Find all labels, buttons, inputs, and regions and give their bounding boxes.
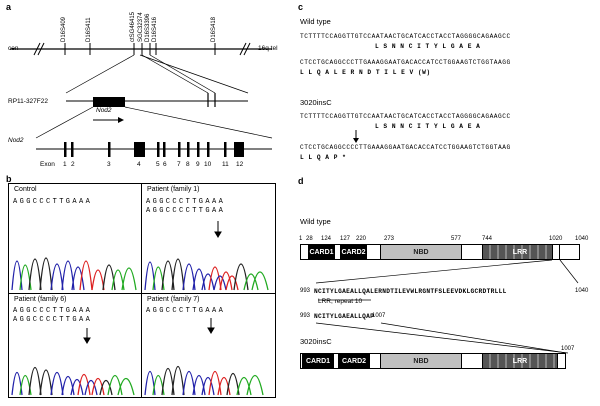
position-label: 577 <box>451 236 462 242</box>
exon-number: 9 <box>196 161 200 168</box>
nod2-label: Nod2 <box>8 137 24 144</box>
chromatogram-traces <box>11 221 269 396</box>
card1-domain: CARD1 <box>302 353 334 369</box>
exon-number: 8 <box>186 161 190 168</box>
protein-sequence: L L Q A L E R N D T I L E V (W) <box>300 69 431 76</box>
insertion-arrow <box>353 130 359 143</box>
seq-end: 1040 <box>575 288 589 294</box>
lrr-domain: LRR <box>482 353 558 369</box>
trace-title: Control <box>14 186 37 193</box>
exon-number: 12 <box>236 161 244 168</box>
wt-title: Wild type <box>300 17 331 26</box>
trace-title: Patient (family 6) <box>14 296 67 303</box>
position-label: 1007 <box>561 346 575 352</box>
position-label: 127 <box>340 236 351 242</box>
trace-title: Patient (family 1) <box>147 186 200 193</box>
position-label: 28 <box>306 236 313 242</box>
exon-number: 1 <box>63 161 67 168</box>
exon-number: 11 <box>222 161 229 168</box>
exon-label: Exon <box>40 161 55 168</box>
mutant-protein-seq: NCITYLGAEALLQAP <box>314 313 375 320</box>
chromatogram-divider <box>8 293 275 294</box>
wt-title: Wild type <box>300 217 331 226</box>
exon-number: 10 <box>204 161 212 168</box>
base-calls: AGGCCCTTGAAA <box>146 307 226 315</box>
base-calls: AGGCCCTTGAAA <box>146 198 226 206</box>
lrr-repeat-label: LRR, repeat 10 <box>318 298 363 305</box>
position-label: 1 <box>299 236 303 242</box>
base-calls: AGGCCCTTGAAA <box>13 307 93 315</box>
mutant-protein-domains: CARD1 CARD2 NBD LRR <box>300 353 566 369</box>
panel-c-label: c <box>298 2 304 12</box>
tel-label: 16q tel <box>258 45 278 52</box>
protein-sequence: L L Q A P * <box>300 154 347 161</box>
position-label: 1020 <box>549 236 563 242</box>
base-calls: AGGCCCTTGAAA <box>13 198 93 206</box>
panel-b-label: b <box>6 174 12 184</box>
mutant-title: 3020insC <box>300 98 332 107</box>
exon-number: 4 <box>137 161 141 168</box>
chromatogram-divider <box>141 183 142 397</box>
chromatogram-panel <box>8 183 276 398</box>
base-calls: AGGCCCCTTGAA <box>146 207 226 215</box>
position-label: 744 <box>482 236 493 242</box>
dna-sequence: TCTTTTCCAGGTTGTCCAATAACTGCATCACCTACCTAGG… <box>300 113 511 120</box>
bac-label: RP11-327F22 <box>8 98 48 105</box>
card2-domain: CARD2 <box>340 244 367 260</box>
exon-number: 2 <box>71 161 75 168</box>
position-label: 220 <box>356 236 367 242</box>
base-calls: AGGCCCCTTGAA <box>13 316 93 324</box>
cen-label: cen <box>8 45 19 52</box>
seq-end: 1007 <box>372 313 386 319</box>
mutant-title: 3020insC <box>300 337 332 346</box>
dna-sequence: CTCCTGCAGGCCCTTGAAAGGAATGACACCATCCTGGAAG… <box>300 59 511 66</box>
lrr-domain: LRR <box>482 244 558 260</box>
panel-a-label: a <box>6 2 12 12</box>
exon-number: 3 <box>107 161 111 168</box>
exon-number: 7 <box>177 161 181 168</box>
panel-d-label: d <box>298 176 304 186</box>
dna-sequence: CTCCTGCAGGCCCCTTGAAAGGAATGACACCATCCTGGAA… <box>300 144 511 151</box>
exon-number: 6 <box>163 161 167 168</box>
dna-sequence: TCTTTTCCAGGTTGTCCAATAACTGCATCACCTACCTAGG… <box>300 33 511 40</box>
wt-protein-domains: CARD1 CARD2 NBD LRR <box>300 244 580 260</box>
lrr-repeat-10 <box>552 244 560 260</box>
seq-start: 993 <box>300 288 311 294</box>
panel-a-diagram <box>10 42 273 157</box>
position-label: 1040 <box>575 236 589 242</box>
nod2-gene-label: Nod2 <box>96 107 112 114</box>
protein-sequence: L S N N C I T Y L G A E A <box>375 43 481 50</box>
card2-domain: CARD2 <box>338 353 370 369</box>
card1-domain: CARD1 <box>308 244 335 260</box>
nbd-domain: NBD <box>380 244 462 260</box>
seq-start: 993 <box>300 313 311 319</box>
wt-protein-seq: NCITYLGAEALLQALERNDTILEVWLRGNTFSLEEVDKLG… <box>314 288 507 295</box>
exon-number: 5 <box>156 161 160 168</box>
protein-sequence: L S N N C I T Y L G A E A <box>375 123 481 130</box>
nbd-domain: NBD <box>380 353 462 369</box>
trace-title: Patient (family 7) <box>147 296 200 303</box>
position-label: 124 <box>321 236 332 242</box>
position-label: 273 <box>384 236 395 242</box>
